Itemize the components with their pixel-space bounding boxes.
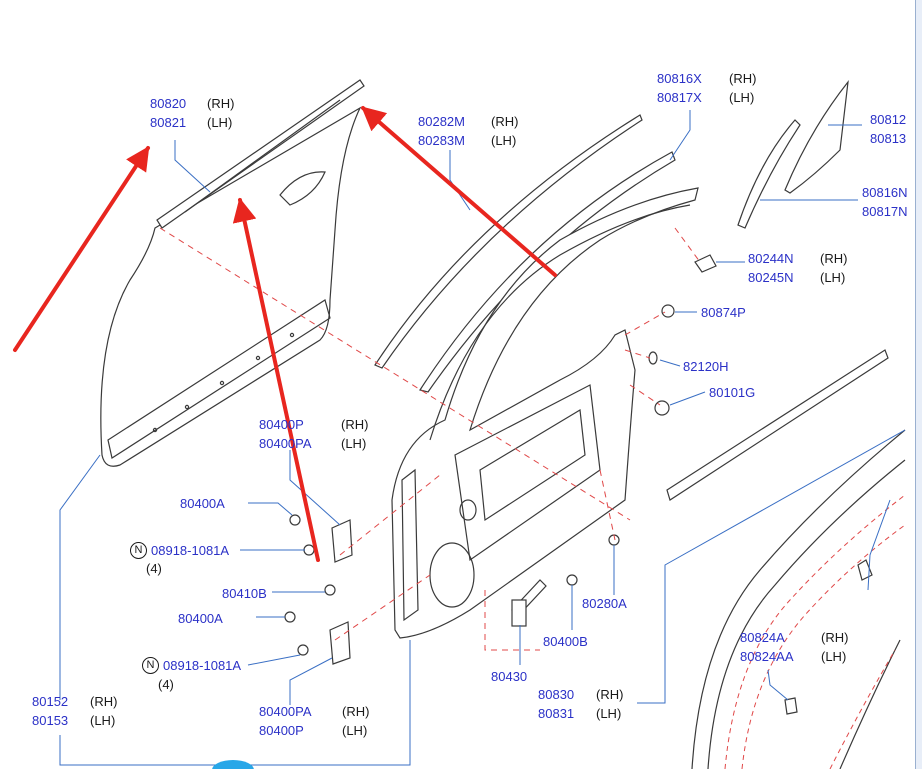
annotation-arrows — [13, 106, 557, 562]
side-rh: (RH) — [821, 630, 849, 645]
side-lh: (LH) — [341, 436, 367, 451]
part-80245N[interactable]: 80245N — [748, 270, 794, 285]
new-part-badge: N — [130, 542, 147, 559]
part-80400A-1[interactable]: 80400A — [180, 496, 225, 511]
part-80400P-bottom[interactable]: 80400P — [259, 723, 304, 738]
part-80400PA-bottom[interactable]: 80400PA — [259, 704, 312, 719]
glass-run-strips — [374, 114, 676, 393]
part-80816X[interactable]: 80816X — [657, 71, 702, 86]
side-lh: (LH) — [491, 133, 517, 148]
part-80824AA[interactable]: 80824AA — [740, 649, 794, 664]
weatherstrip — [691, 429, 906, 769]
weatherstrip-hidden-lines — [724, 494, 906, 769]
door-outer-panel — [100, 106, 362, 467]
side-rh: (RH) — [342, 704, 370, 719]
side-lh: (LH) — [596, 706, 622, 721]
side-lh: (LH) — [729, 90, 755, 105]
part-80817X[interactable]: 80817X — [657, 90, 702, 105]
side-rh: (RH) — [491, 114, 519, 129]
new-part-badge: N — [142, 657, 159, 674]
side-lh: (LH) — [342, 723, 368, 738]
part-80817N[interactable]: 80817N — [862, 204, 908, 219]
side-rh: (RH) — [341, 417, 369, 432]
part-80283M[interactable]: 80283M — [418, 133, 465, 148]
side-rh: (RH) — [207, 96, 235, 111]
part-80874P[interactable]: 80874P — [701, 305, 746, 320]
part-80410B[interactable]: 80410B — [222, 586, 267, 601]
side-rh: (RH) — [729, 71, 757, 86]
part-80400A-2[interactable]: 80400A — [178, 611, 223, 626]
part-80820[interactable]: 80820 — [150, 96, 187, 111]
part-80830[interactable]: 80830 — [538, 687, 575, 702]
window-edge — [915, 0, 922, 769]
part-80400B[interactable]: 80400B — [543, 634, 588, 649]
part-80821[interactable]: 80821 — [150, 115, 187, 130]
part-80813[interactable]: 80813 — [870, 131, 907, 146]
part-80812[interactable]: 80812 — [870, 112, 907, 127]
hinges-fasteners — [284, 514, 620, 665]
part-80280A[interactable]: 80280A — [582, 596, 627, 611]
part-80152[interactable]: 80152 — [32, 694, 69, 709]
quantity-2: (4) — [158, 677, 174, 692]
overlay-blob — [212, 760, 254, 769]
part-80400P-top[interactable]: 80400P — [259, 417, 304, 432]
part-08918-1081A-2[interactable]: 08918-1081A — [163, 658, 242, 673]
part-80430[interactable]: 80430 — [491, 669, 528, 684]
door-inner-shell — [391, 187, 699, 639]
side-lh: (LH) — [207, 115, 233, 130]
part-80831[interactable]: 80831 — [538, 706, 575, 721]
side-rh: (RH) — [90, 694, 118, 709]
part-80400PA-top[interactable]: 80400PA — [259, 436, 312, 451]
part-80816N[interactable]: 80816N — [862, 185, 908, 200]
part-80824A[interactable]: 80824A — [740, 630, 785, 645]
side-rh: (RH) — [596, 687, 624, 702]
side-lh: (LH) — [90, 713, 116, 728]
part-80244N[interactable]: 80244N — [748, 251, 794, 266]
side-lh: (LH) — [821, 649, 847, 664]
part-80101G[interactable]: 80101G — [709, 385, 756, 400]
side-lh: (LH) — [820, 270, 846, 285]
quantity-1: (4) — [146, 561, 162, 576]
alignment-guides — [159, 227, 701, 651]
part-08918-1081A-1[interactable]: 08918-1081A — [151, 543, 230, 558]
part-80153[interactable]: 80153 — [32, 713, 69, 728]
side-rh: (RH) — [820, 251, 848, 266]
small-parts — [648, 79, 889, 501]
part-80282M[interactable]: 80282M — [418, 114, 465, 129]
part-82120H[interactable]: 82120H — [683, 359, 729, 374]
